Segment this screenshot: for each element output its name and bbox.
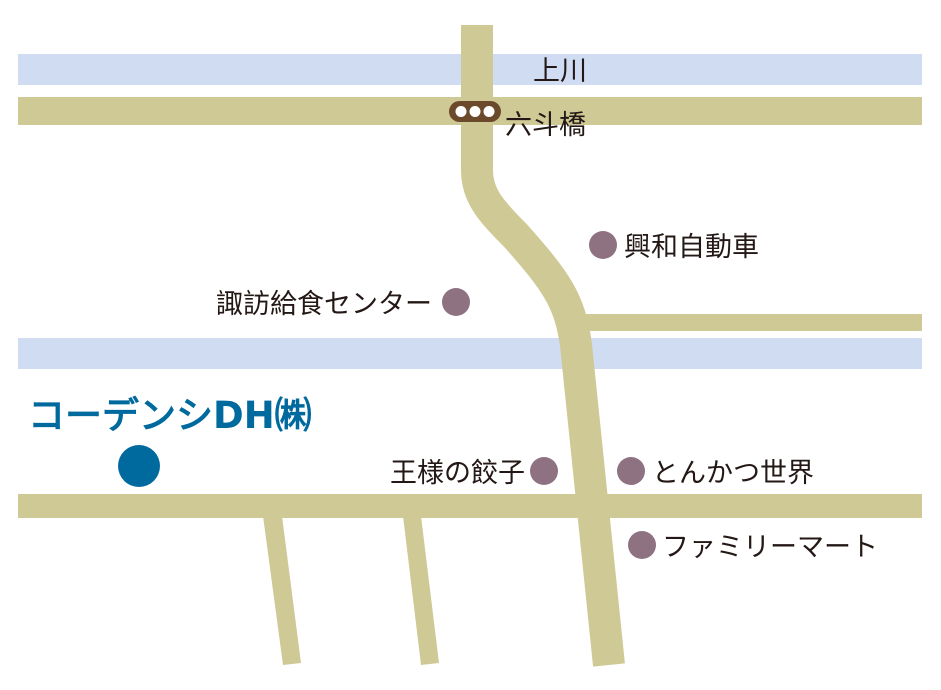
road-bottom [18, 494, 922, 518]
landmark-dot-ousama [530, 457, 558, 485]
landmark-dot-kowa [589, 231, 617, 259]
road-main-north-south [461, 25, 625, 667]
landmark-label-kowa: 興和自動車 [624, 232, 759, 263]
road-spur-center [403, 516, 439, 665]
river-middle [18, 338, 922, 369]
traffic-signal-icon [449, 101, 501, 122]
destination-marker [118, 445, 160, 487]
river-label: 上川 [533, 56, 587, 87]
landmark-dot-familymart [628, 531, 656, 559]
landmark-label-familymart: ファミリーマート [662, 532, 878, 563]
intersection-label: 六斗橋 [505, 110, 586, 141]
landmark-label-ousama: 王様の餃子 [390, 458, 525, 489]
destination-label: コーデンシDH㈱ [28, 394, 312, 437]
road-spur-west [263, 516, 301, 665]
road-branch-east [570, 314, 922, 331]
landmark-label-tonkatsu: とんかつ世界 [652, 458, 814, 489]
landmark-dot-suwa [442, 288, 470, 316]
landmark-label-suwa: 諏訪給食センター [216, 289, 432, 320]
landmark-dot-tonkatsu [617, 457, 645, 485]
